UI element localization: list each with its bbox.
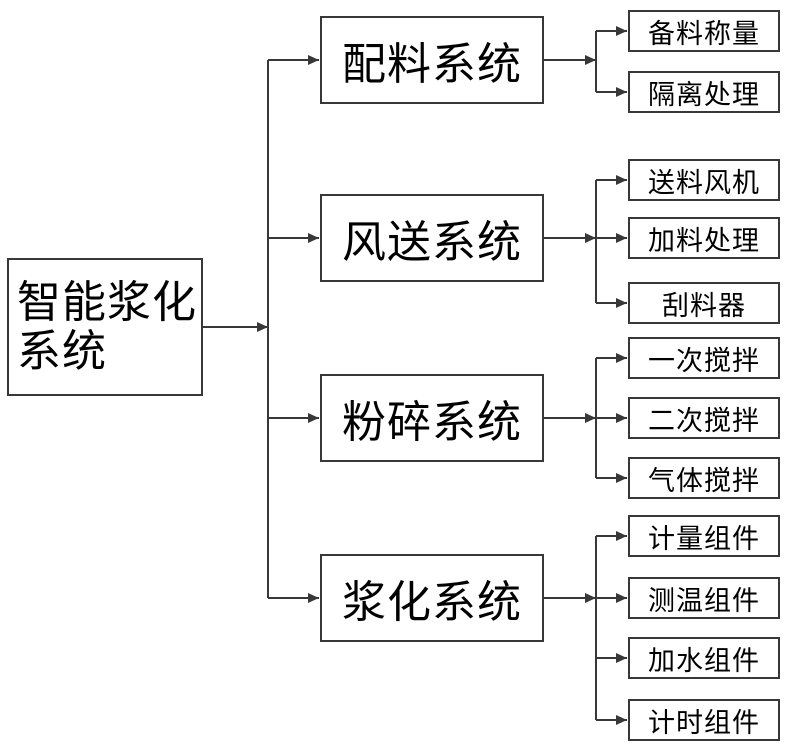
- root-node-intelligent-slurrying-system: 智能浆化系统: [7, 258, 203, 396]
- leaf-node-label: 送料风机: [648, 167, 760, 199]
- branch-node-batching-system: 配料系统: [320, 16, 544, 104]
- leaf-node-temperature-component: 测温组件: [628, 577, 780, 619]
- leaf-node-timing-component: 计时组件: [628, 699, 780, 741]
- branch-node-label: 粉碎系统: [342, 397, 522, 448]
- leaf-node-label: 刮料器: [662, 290, 746, 322]
- leaf-node-gas-stirring: 气体搅拌: [628, 457, 780, 499]
- leaf-node-label: 一次搅拌: [648, 345, 760, 377]
- leaf-node-label: 加水组件: [648, 645, 760, 677]
- leaf-node-isolation-processing: 隔离处理: [628, 71, 780, 113]
- branch-node-label: 配料系统: [342, 39, 522, 90]
- leaf-node-label: 计时组件: [648, 707, 760, 739]
- leaf-node-feeding-fan: 送料风机: [628, 159, 780, 201]
- root-node-label: 智能浆化系统: [17, 276, 197, 377]
- leaf-node-label: 计量组件: [648, 523, 760, 555]
- leaf-node-label: 隔离处理: [648, 79, 760, 111]
- leaf-node-label: 备料称量: [648, 18, 760, 50]
- leaf-node-feeding-processing: 加料处理: [628, 217, 780, 259]
- leaf-node-label: 二次搅拌: [648, 405, 760, 437]
- leaf-node-water-adding-component: 加水组件: [628, 637, 780, 679]
- branch-node-air-conveying-system: 风送系统: [320, 194, 544, 282]
- leaf-node-label: 气体搅拌: [648, 465, 760, 497]
- branch-node-label: 浆化系统: [342, 577, 522, 628]
- leaf-node-primary-stirring: 一次搅拌: [628, 337, 780, 379]
- branch-node-label: 风送系统: [342, 217, 522, 268]
- branch-node-slurrying-system: 浆化系统: [320, 554, 544, 642]
- leaf-node-scraper: 刮料器: [628, 282, 780, 324]
- leaf-node-label: 加料处理: [648, 225, 760, 257]
- branch-node-crushing-system: 粉碎系统: [320, 374, 544, 462]
- leaf-node-metering-component: 计量组件: [628, 515, 780, 557]
- leaf-node-material-weighing: 备料称量: [628, 10, 780, 52]
- leaf-node-label: 测温组件: [648, 585, 760, 617]
- leaf-node-secondary-stirring: 二次搅拌: [628, 397, 780, 439]
